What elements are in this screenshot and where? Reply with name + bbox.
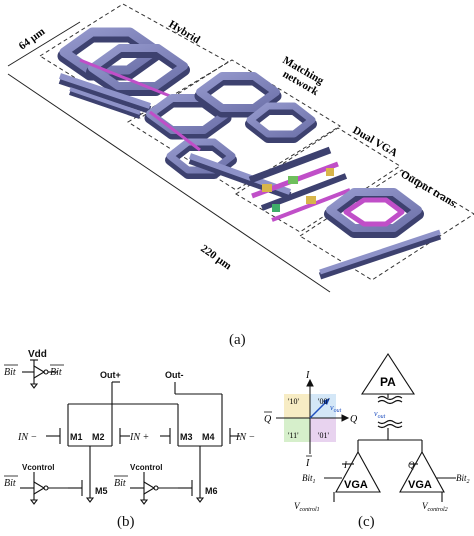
bit2-label: Bit2 bbox=[456, 473, 470, 485]
bit2-sub: 2 bbox=[467, 479, 470, 485]
vout-coil-label-sub: out bbox=[378, 414, 386, 420]
bit-in-label: Bit bbox=[4, 367, 16, 378]
vout-label-text: v bbox=[330, 403, 334, 412]
vcontrol1-text: V bbox=[294, 501, 301, 511]
hybrid-label: Hybrid bbox=[166, 18, 202, 46]
vout-coil-label: vout bbox=[374, 409, 386, 420]
axis-q-bar-label: Q bbox=[264, 414, 272, 425]
bit1-text: Bit bbox=[302, 473, 313, 483]
in-minus-right-label: IN − bbox=[235, 432, 255, 443]
bit1-sub: 1 bbox=[313, 479, 316, 485]
in-minus-left-label: IN − bbox=[17, 432, 37, 443]
quadrant-01-label: '01' bbox=[318, 431, 329, 440]
quadrant-01 bbox=[310, 418, 336, 442]
iq-constellation: I I Q Q '10' '00' '11' '01' vout bbox=[264, 370, 358, 469]
vga-left-label: VGA bbox=[344, 479, 368, 491]
m2-label: M2 bbox=[92, 432, 105, 442]
quadrant-10-label: '10' bbox=[288, 397, 299, 406]
dim-height-label: 64 μm bbox=[17, 26, 48, 53]
axis-i-label: I bbox=[305, 370, 310, 381]
m5-label: M5 bbox=[95, 486, 108, 496]
hybrid-box bbox=[39, 3, 229, 119]
vga-input-i-label: I bbox=[343, 460, 348, 470]
output-transformer bbox=[318, 188, 442, 280]
bit1-label: Bit1 bbox=[302, 473, 316, 485]
vcontrol2-text: V bbox=[422, 501, 429, 511]
vcontrol-left-label: Vcontrol bbox=[22, 463, 54, 472]
vga-schematic: Vdd Bit Bit Out+ Out- IN − IN + IN − M1 … bbox=[4, 349, 255, 505]
m1-label: M1 bbox=[70, 432, 83, 442]
hybrid-coupler bbox=[57, 27, 190, 119]
bit-left-label: Bit bbox=[4, 478, 16, 489]
vga-right-shape bbox=[399, 450, 445, 493]
caption-c: (c) bbox=[358, 514, 375, 530]
axis-i-bar-label: I bbox=[305, 458, 310, 469]
quadrant-10 bbox=[284, 394, 310, 418]
caption-b: (b) bbox=[117, 514, 135, 530]
m3-label: M3 bbox=[180, 432, 193, 442]
vdd-label: Vdd bbox=[28, 349, 47, 360]
matching-network-box bbox=[127, 59, 341, 191]
section-boxes bbox=[39, 3, 474, 281]
vout-label: vout bbox=[330, 403, 342, 414]
axis-q-label: Q bbox=[350, 414, 358, 425]
vcontrol2-sub: control2 bbox=[428, 507, 448, 513]
vout-label-sub: out bbox=[334, 408, 342, 414]
bit-right-label: Bit bbox=[114, 478, 126, 489]
m4-label: M4 bbox=[202, 432, 215, 442]
vga-right-label: VGA bbox=[408, 479, 432, 491]
vcontrol2-label: Vcontrol2 bbox=[422, 501, 448, 513]
bit-out-label: Bit bbox=[50, 367, 62, 378]
vga-left-shape bbox=[335, 450, 381, 493]
out-plus-label: Out+ bbox=[100, 370, 121, 380]
quadrant-11-label: '11' bbox=[288, 431, 299, 440]
bit2-text: Bit bbox=[456, 473, 467, 483]
dim-width-label: 220 μm bbox=[198, 243, 233, 273]
m6-label: M6 bbox=[205, 486, 218, 496]
vout-coil-label-text: v bbox=[374, 409, 378, 418]
dual-vga-circuit bbox=[248, 146, 351, 222]
vga-blocks bbox=[324, 450, 456, 502]
out-minus-label: Out- bbox=[165, 370, 184, 380]
vga-input-q-label: Q bbox=[408, 460, 415, 470]
dual-vga-label: Dual VGA bbox=[351, 124, 400, 159]
pa-label: PA bbox=[380, 375, 396, 389]
dimension-lines bbox=[7, 21, 331, 293]
in-plus-label: IN + bbox=[129, 432, 149, 443]
transformer-coils bbox=[377, 394, 403, 429]
quadrant-11 bbox=[284, 418, 310, 442]
matching-network bbox=[144, 72, 317, 200]
vcontrol1-label: Vcontrol1 bbox=[294, 501, 320, 513]
iq-vga-pa-diagram: I I Q Q '10' '00' '11' '01' vout PA vout bbox=[264, 352, 470, 513]
quadrant-00-label: '00' bbox=[318, 397, 329, 406]
vcontrol1-sub: control1 bbox=[300, 507, 320, 513]
pa-block bbox=[357, 352, 423, 452]
layout-3d-diagram: Hybrid Matching network Dual VGA Output … bbox=[7, 3, 474, 293]
vcontrol-right-label: Vcontrol bbox=[130, 463, 162, 472]
caption-a: (a) bbox=[229, 332, 246, 348]
